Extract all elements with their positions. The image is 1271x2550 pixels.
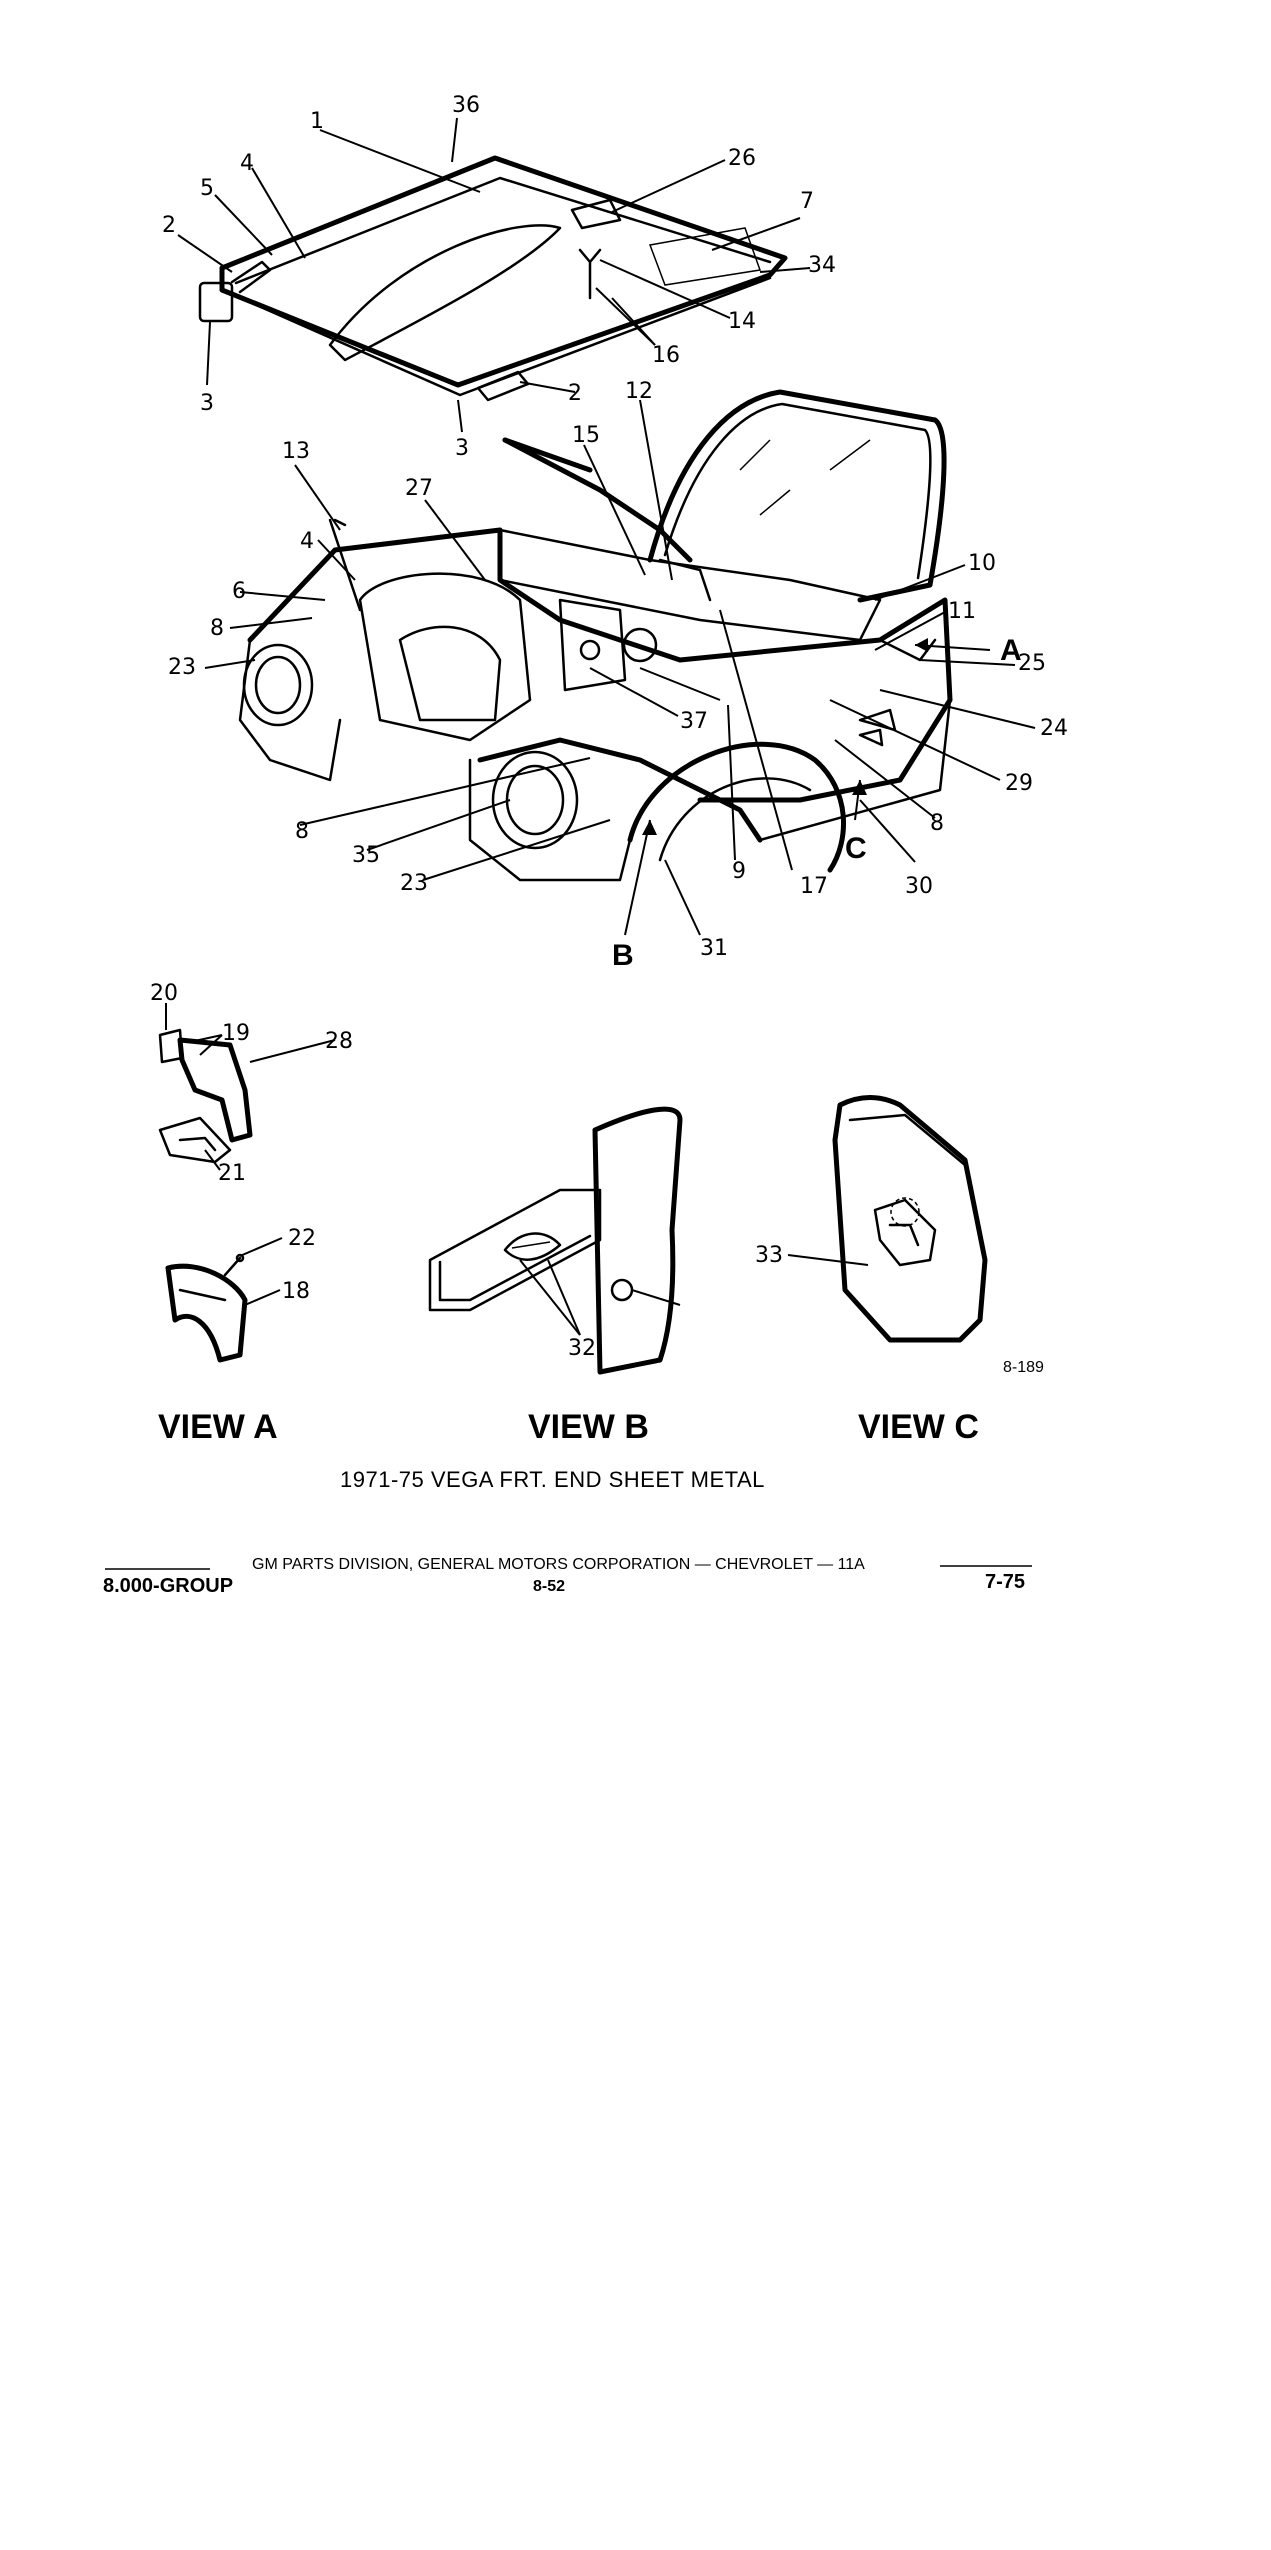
- footer-date: 7-75: [985, 1571, 1025, 1593]
- callout-3: 3: [200, 391, 214, 416]
- callout-32: 32: [568, 1336, 596, 1361]
- main-leader-lines: [177, 117, 1036, 936]
- footer-publisher: GM PARTS DIVISION, GENERAL MOTORS CORPOR…: [252, 1556, 865, 1573]
- hood-panel: [219, 155, 788, 397]
- callout-3b: 3: [455, 436, 469, 461]
- callout-6: 6: [232, 579, 246, 604]
- callout-23: 23: [168, 655, 196, 680]
- callout-2b: 2: [568, 381, 582, 406]
- callout-17: 17: [800, 874, 828, 899]
- callout-15: 15: [572, 423, 600, 448]
- footer-group: 8.000-GROUP: [103, 1575, 233, 1597]
- callout-4: 4: [240, 151, 254, 176]
- callout-14: 14: [728, 309, 756, 334]
- wiper-arm-and-prop-rod: [328, 437, 593, 612]
- view-label-a: VIEW A: [158, 1408, 278, 1446]
- footer-page: 8-52: [533, 1578, 565, 1595]
- callout-30: 30: [905, 874, 933, 899]
- main-callouts: 1 36 26 4 5 2 3 7 34 14 16 2 3 12 15 13 …: [162, 93, 1068, 972]
- callout-37: 37: [680, 709, 708, 734]
- callout-8b: 8: [930, 811, 944, 836]
- callout-25: 25: [1018, 651, 1046, 676]
- callout-29: 29: [1005, 771, 1033, 796]
- callout-11: 11: [948, 599, 976, 624]
- view-label-c: VIEW C: [858, 1408, 979, 1446]
- callout-22: 22: [288, 1226, 316, 1251]
- figure-code: 8-189: [1003, 1359, 1044, 1376]
- callout-27: 27: [405, 476, 433, 501]
- callout-28: 28: [325, 1029, 353, 1054]
- callout-12: 12: [625, 379, 653, 404]
- windshield-cowl: [498, 389, 947, 642]
- callout-34: 34: [808, 253, 836, 278]
- view-marker-C: C: [845, 832, 867, 865]
- callout-24: 24: [1040, 716, 1068, 741]
- page-footer: GM PARTS DIVISION, GENERAL MOTORS CORPOR…: [103, 1556, 1032, 1597]
- callout-36: 36: [452, 93, 480, 118]
- callout-5: 5: [200, 176, 214, 201]
- callout-10: 10: [968, 551, 996, 576]
- view-labels: VIEW A VIEW B VIEW C: [158, 1408, 979, 1446]
- callout-33: 33: [755, 1243, 783, 1268]
- hood-latch-parts: [198, 248, 602, 402]
- view-a-parts: 20 19 28 21 22 18: [150, 981, 353, 1363]
- view-b-parts: 32: [428, 1106, 683, 1375]
- callout-21: 21: [218, 1161, 246, 1186]
- callout-4b: 4: [300, 529, 314, 554]
- callout-8: 8: [210, 616, 224, 641]
- callout-31: 31: [700, 936, 728, 961]
- callout-8c: 8: [295, 819, 309, 844]
- view-marker-A: A: [1000, 634, 1022, 667]
- view-c-parts: 33: [755, 1095, 988, 1343]
- callout-18: 18: [282, 1279, 310, 1304]
- view-marker-arrows: [624, 638, 991, 936]
- view-marker-B: B: [612, 939, 634, 972]
- callout-1: 1: [310, 109, 324, 134]
- view-label-b: VIEW B: [528, 1408, 649, 1446]
- callout-35: 35: [352, 843, 380, 868]
- callout-26: 26: [728, 146, 756, 171]
- callout-2: 2: [162, 213, 176, 238]
- callout-23b: 23: [400, 871, 428, 896]
- callout-16: 16: [652, 343, 680, 368]
- callout-7: 7: [800, 189, 814, 214]
- callout-19: 19: [222, 1021, 250, 1046]
- front-end-body: [238, 527, 953, 882]
- callout-9: 9: [732, 859, 746, 884]
- callout-13: 13: [282, 439, 310, 464]
- callout-20: 20: [150, 981, 178, 1006]
- figure-caption: 1971-75 VEGA FRT. END SHEET METAL: [340, 1467, 765, 1492]
